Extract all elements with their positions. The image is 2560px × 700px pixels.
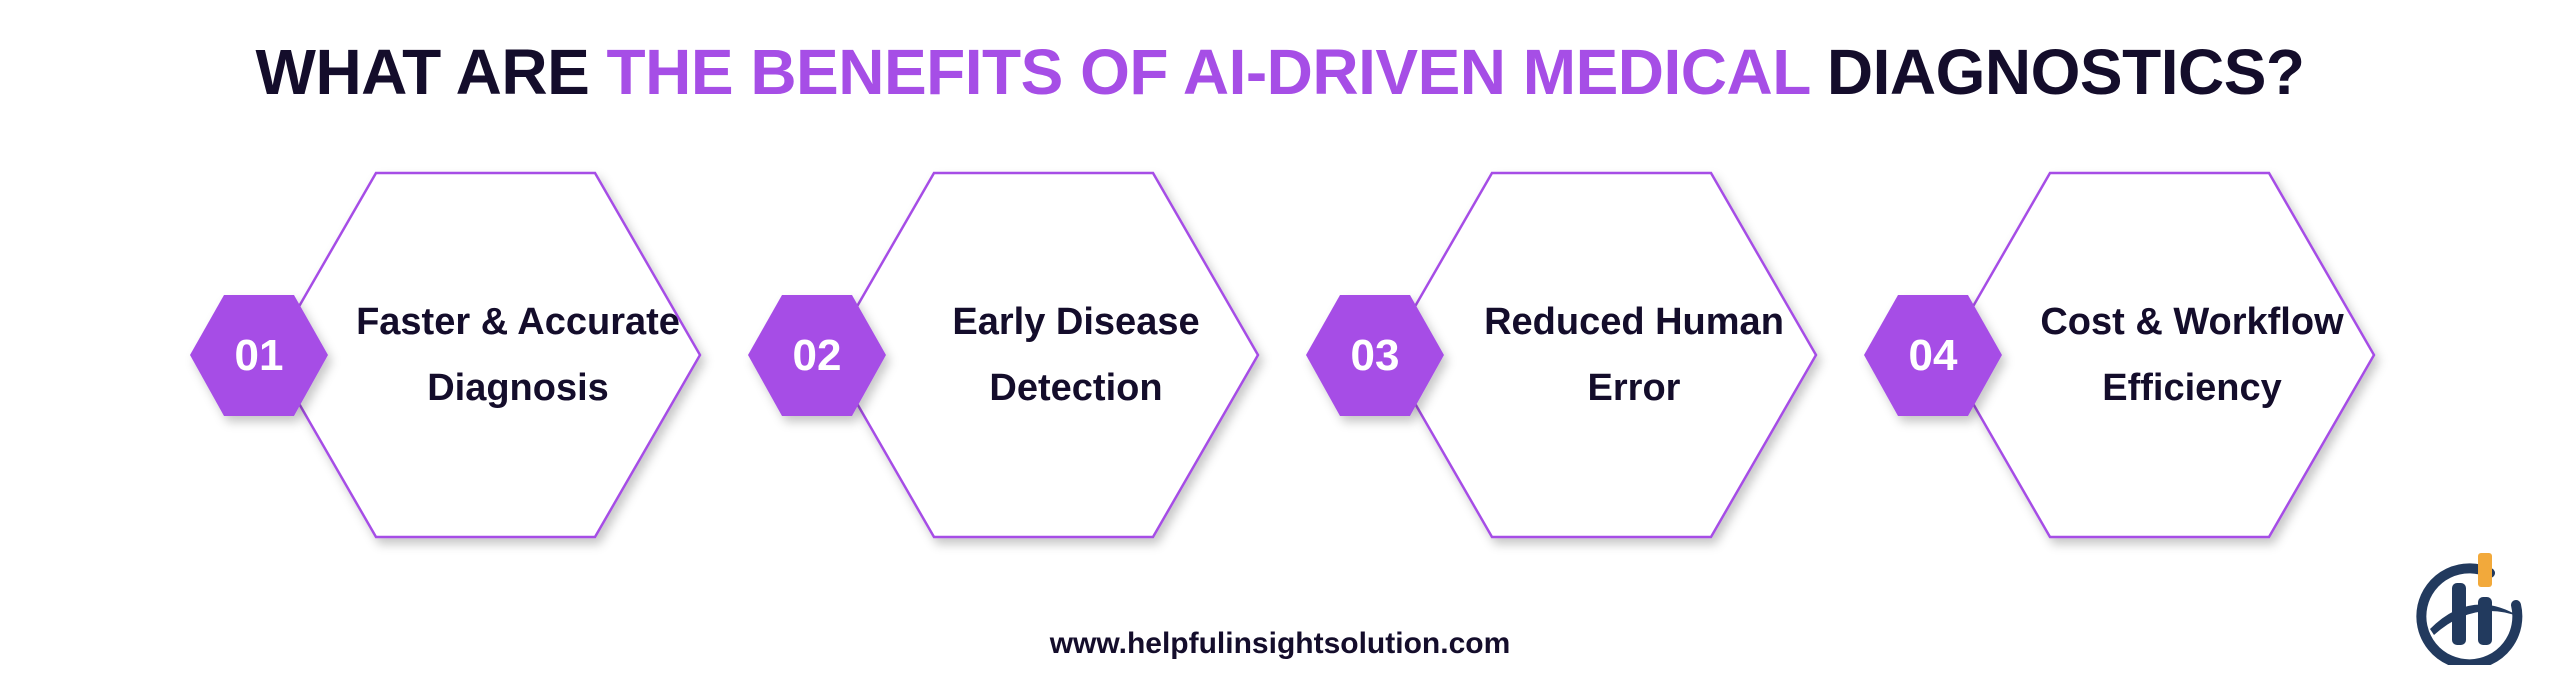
item-label-line2: Error xyxy=(1587,367,1681,409)
item-label-line1: Reduced Human xyxy=(1484,301,1784,343)
number-hexagon-icon xyxy=(748,295,886,416)
item-label-line2: Detection xyxy=(989,367,1163,409)
benefit-item-3: 03 Reduced Human Error xyxy=(1296,160,1856,560)
title-suffix: DIAGNOSTICS? xyxy=(1809,36,2305,108)
title-highlight: THE BENEFITS OF AI-DRIVEN MEDICAL xyxy=(606,36,1811,108)
item-label-line2: Efficiency xyxy=(2102,367,2282,409)
hexagon-outline-icon xyxy=(1306,171,1818,539)
item-label: Reduced Human Error xyxy=(1444,290,1824,420)
item-label: Cost & Workflow Efficiency xyxy=(2002,290,2382,420)
item-label: Early Disease Detection xyxy=(886,290,1266,420)
hexagon-outline-icon xyxy=(748,171,1260,539)
item-label-line1: Faster & Accurate xyxy=(356,301,680,343)
hexagon-outline-icon xyxy=(190,171,702,539)
number-hexagon-icon xyxy=(1864,295,2002,416)
item-number: 02 xyxy=(792,330,842,380)
item-number: 04 xyxy=(1908,330,1958,380)
number-hexagon-icon xyxy=(1306,295,1444,416)
benefit-item-4: 04 Cost & Workflow Efficiency xyxy=(1854,160,2414,560)
item-label-line1: Cost & Workflow xyxy=(2040,301,2344,343)
benefit-item-1: 01 Faster & Accurate Diagnosis xyxy=(180,160,740,560)
hexagon-outline-icon xyxy=(1864,171,2376,539)
number-hexagon-icon xyxy=(190,295,328,416)
item-label: Faster & Accurate Diagnosis xyxy=(328,290,708,420)
item-number: 01 xyxy=(234,330,284,380)
hi-logo-icon xyxy=(2416,553,2523,665)
item-label-line1: Early Disease xyxy=(952,301,1200,343)
website-link[interactable]: www.helpfulinsightsolution.com xyxy=(1049,627,1511,660)
page-title: WHAT ARE THE BENEFITS OF AI-DRIVEN MEDIC… xyxy=(0,32,2560,112)
item-number: 03 xyxy=(1350,330,1400,380)
title-prefix: WHAT ARE xyxy=(255,36,607,108)
item-label-line2: Diagnosis xyxy=(427,367,609,409)
benefit-item-2: 02 Early Disease Detection xyxy=(738,160,1298,560)
